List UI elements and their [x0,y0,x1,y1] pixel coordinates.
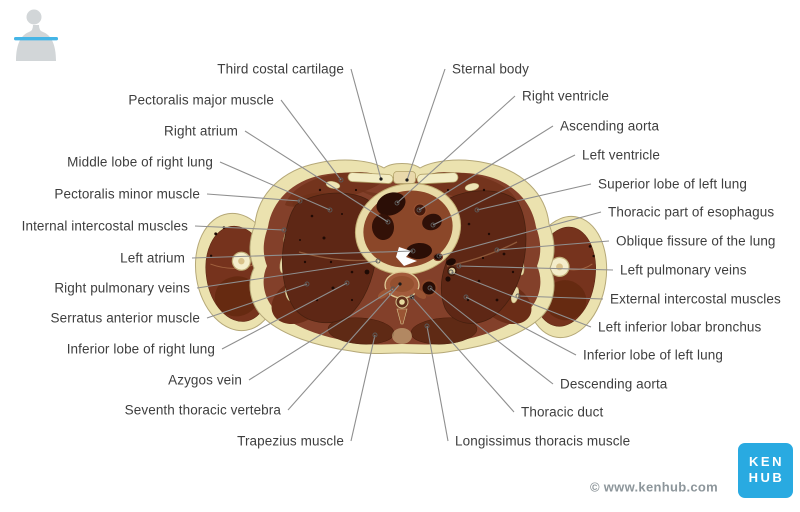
label-thoracic-duct: Thoracic duct [521,404,604,420]
label-superior-lobe-of-left-lung: Superior lobe of left lung [598,176,747,192]
label-ascending-aorta: Ascending aorta [560,118,660,134]
label-seventh-thoracic-vertebra: Seventh thoracic vertebra [124,402,281,418]
copyright-text: © www.kenhub.com [589,479,718,495]
label-left-inferior-lobar-bronchus: Left inferior lobar bronchus [598,319,762,335]
vertebra [377,271,427,325]
section-level-line [14,37,58,41]
label-trapezius-muscle: Trapezius muscle [237,433,344,449]
right-ventricle-chamber [376,192,406,216]
label-right-atrium: Right atrium [164,123,238,139]
label-external-intercostal-muscles: External intercostal muscles [610,291,781,307]
label-sternal-body: Sternal body [452,61,529,77]
label-pectoralis-major-muscle: Pectoralis major muscle [128,92,274,108]
label-longissimus-thoracis-muscle: Longissimus thoracis muscle [455,433,631,449]
esophagus [432,252,444,262]
silhouette-head [26,9,42,25]
sternal-body-bone [393,171,416,184]
silhouette-torso [16,25,56,61]
label-right-pulmonary-veins: Right pulmonary veins [54,280,190,296]
label-inferior-lobe-of-left-lung: Inferior lobe of left lung [583,347,723,363]
label-internal-intercostal-muscles: Internal intercostal muscles [21,218,188,234]
label-left-ventricle: Left ventricle [582,147,660,163]
label-thoracic-part-of-esophagus: Thoracic part of esophagus [608,204,775,220]
kenhub-logo-line2: HUB [748,470,785,485]
label-middle-lobe-of-right-lung: Middle lobe of right lung [67,154,213,170]
label-pectoralis-minor-muscle: Pectoralis minor muscle [54,186,200,202]
label-left-atrium: Left atrium [120,250,185,266]
label-azygos-vein: Azygos vein [168,372,242,388]
kenhub-logo-line1: KEN [749,454,784,469]
right-lung [281,192,379,323]
kenhub-logo: KEN HUB [738,443,793,498]
label-left-pulmonary-veins: Left pulmonary veins [620,262,747,278]
left-ventricle-chamber [422,213,442,231]
label-third-costal-cartilage: Third costal cartilage [217,61,344,77]
section-level-indicator-icon [14,9,58,61]
label-oblique-fissure-of-the-lung: Oblique fissure of the lung [616,233,776,249]
label-inferior-lobe-of-right-lung: Inferior lobe of right lung [66,341,215,357]
label-descending-aorta: Descending aorta [560,376,668,392]
midline-fat [392,328,412,344]
label-right-ventricle: Right ventricle [522,88,610,104]
label-serratus-anterior-muscle: Serratus anterior muscle [50,310,200,326]
spinal-cord [399,299,405,305]
leader-lines [191,68,614,442]
left-atrium-chamber [406,242,432,260]
